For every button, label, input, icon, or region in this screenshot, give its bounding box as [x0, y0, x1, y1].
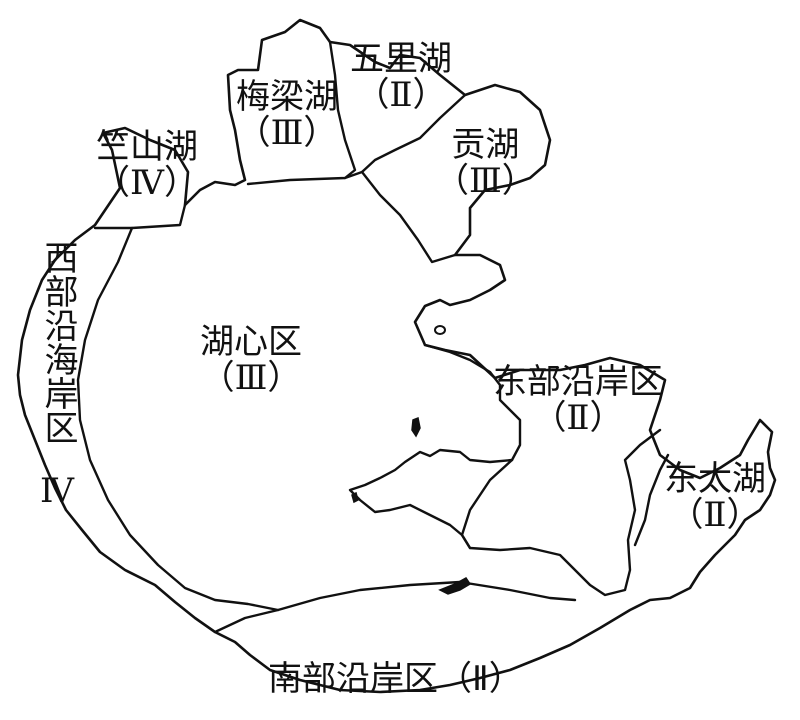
island-marker — [411, 416, 421, 438]
zhushanhu-name: 竺山湖 — [96, 127, 198, 167]
meilianghu-name: 梅梁湖 — [236, 77, 338, 117]
east-shore-name: 东部沿岸区 — [493, 362, 663, 402]
lake-center-grade: （Ⅲ） — [200, 358, 302, 398]
east-shore-grade: （Ⅱ） — [532, 398, 624, 438]
meiliang-bay-boundary — [246, 40, 357, 186]
meilianghu-label: 梅梁湖 （Ⅲ） — [236, 80, 338, 150]
dongtaihu-name: 东太湖 — [664, 459, 766, 499]
meilianghu-grade: （Ⅲ） — [236, 113, 338, 153]
dongtaihu-label: 东太湖 （Ⅱ） — [664, 462, 766, 532]
dongtaihu-boundary — [633, 453, 670, 547]
lake-outer-boundary — [16, 18, 777, 694]
east-shore-label: 东部沿岸区 （Ⅱ） — [493, 365, 663, 435]
gonghu-name: 贡湖 — [451, 125, 520, 165]
south-shore-label: 南部沿岸区（Ⅱ） — [268, 659, 523, 699]
island-marker — [438, 577, 472, 595]
dongtaihu-grade: （Ⅱ） — [669, 495, 761, 535]
west-shore-name: 西部沿海岸区 — [38, 240, 78, 444]
wulihu-label: 五里湖 （Ⅱ） — [350, 42, 452, 112]
island-marker — [434, 325, 446, 335]
zhushan-bay-boundary — [130, 203, 187, 230]
wulihu-boundary — [360, 93, 467, 174]
island-marker — [351, 491, 359, 504]
wulihu-grade: （Ⅱ） — [355, 75, 447, 115]
gonghu-label: 贡湖 （Ⅲ） — [435, 128, 536, 198]
zhushanhu-grade: （Ⅳ） — [96, 163, 198, 203]
wulihu-name: 五里湖 — [350, 39, 452, 79]
south-shore-boundary — [213, 580, 577, 634]
gonghu-grade: （Ⅲ） — [435, 161, 536, 201]
west-shore-boundary — [76, 226, 280, 612]
west-shore-grade: Ⅳ — [40, 471, 74, 511]
lake-center-label: 湖心区 （Ⅲ） — [200, 325, 302, 395]
lake-center-name: 湖心区 — [200, 322, 302, 362]
east-shore-boundary — [460, 428, 662, 597]
east-peninsula-coast — [348, 343, 522, 550]
zhushanhu-label: 竺山湖 （Ⅳ） — [96, 130, 198, 200]
